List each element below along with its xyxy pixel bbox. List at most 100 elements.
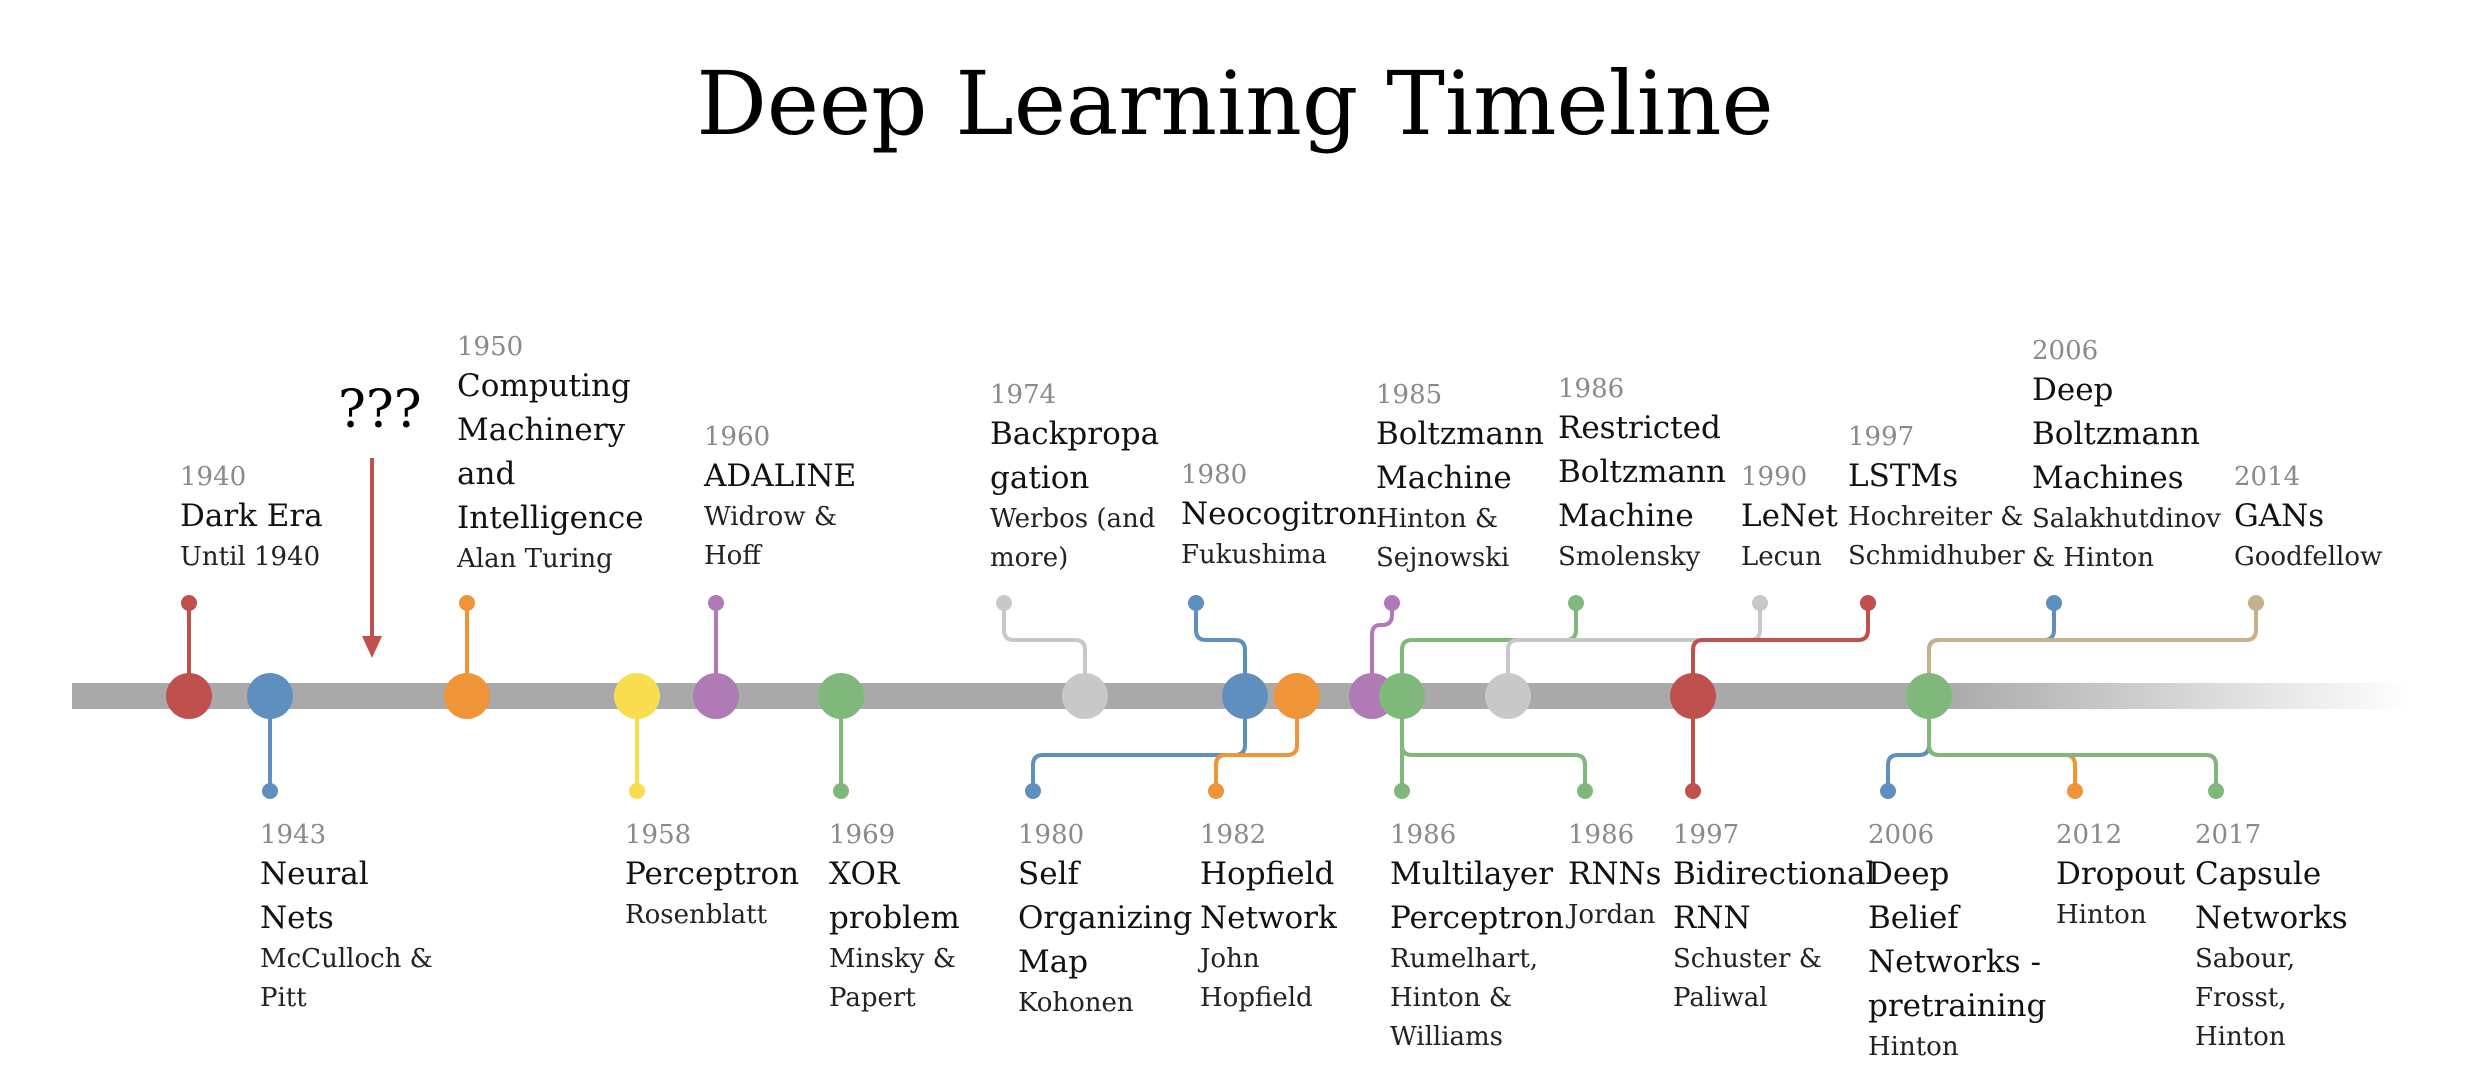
- connector-line: [1927, 696, 2218, 791]
- event-title: Hopfield Network: [1200, 856, 1337, 936]
- event-author: John Hopfield: [1200, 944, 1313, 1013]
- event-author: Alan Turing: [457, 544, 613, 574]
- timeline-node: [818, 673, 864, 719]
- timeline-node: [693, 673, 739, 719]
- event-author: Hochreiter & Schmidhuber: [1848, 502, 2025, 571]
- event-pin: [1752, 595, 1768, 611]
- timeline-node: [247, 673, 293, 719]
- event-author: Werbos (and more): [990, 504, 1156, 573]
- connector-line: [1400, 696, 1587, 791]
- event-title: Multilayer Perceptron: [1390, 856, 1565, 936]
- event-author: Minsky & Papert: [829, 944, 956, 1013]
- event-title: Bidirectional RNN: [1673, 856, 1876, 936]
- event-year: 1940: [180, 462, 247, 492]
- event-year: 1990: [1741, 462, 1808, 492]
- event-author: Fukushima: [1181, 540, 1327, 570]
- unknown-era-label: ???: [338, 380, 422, 440]
- timeline-node: [444, 673, 490, 719]
- event-pin: [262, 783, 278, 799]
- timeline-node: [1379, 673, 1425, 719]
- event-author: Jordan: [1568, 900, 1656, 930]
- event-title: Backpropagation: [990, 416, 1160, 496]
- event-year: 2006: [1868, 820, 1935, 850]
- event-author: Smolensky: [1558, 542, 1701, 572]
- page-title: Deep Learning Timeline: [696, 52, 1774, 155]
- event-pin: [459, 595, 475, 611]
- timeline-node: [1274, 673, 1320, 719]
- event-author: Kohonen: [1018, 988, 1134, 1018]
- event-adaline: 1960 ADALINE Widrow & Hoff: [704, 420, 856, 576]
- event-pin: [1577, 783, 1593, 799]
- connector-line: [1031, 696, 1247, 791]
- event-deep-boltzmann-machines: 2006 Deep Boltzmann Machines Salakhutdin…: [2032, 334, 2222, 578]
- event-year: 1974: [990, 380, 1057, 410]
- event-author: Hinton: [1868, 1032, 1959, 1062]
- timeline-axis: [72, 683, 1952, 709]
- timeline-node: [1062, 673, 1108, 719]
- event-title: Neural Nets: [260, 856, 369, 936]
- event-dark-era: 1940 Dark Era Until 1940: [180, 460, 350, 577]
- event-title: Neocogitron: [1181, 496, 1377, 532]
- event-pin: [629, 783, 645, 799]
- event-author: Widrow & Hoff: [704, 502, 837, 571]
- event-author: Schuster & Paliwal: [1673, 944, 1822, 1013]
- timeline-node: [166, 673, 212, 719]
- event-year: 1943: [260, 820, 327, 850]
- event-year: 1986: [1558, 374, 1625, 404]
- event-pin: [1025, 783, 1041, 799]
- event-title: Restricted Boltzmann Machine: [1558, 410, 1726, 534]
- connector-line: [1927, 603, 2056, 696]
- event-title: LeNet: [1741, 498, 1838, 534]
- event-pin: [1394, 783, 1410, 799]
- event-title: Capsule Networks: [2195, 856, 2348, 936]
- event-year: 1986: [1390, 820, 1457, 850]
- event-dropout: 2012 Dropout Hinton: [2056, 818, 2185, 935]
- event-pin: [1568, 595, 1584, 611]
- event-pin: [2067, 783, 2083, 799]
- event-pin: [2248, 595, 2264, 611]
- timeline-node: [1485, 673, 1531, 719]
- event-title: Deep Belief Networks - pretraining: [1868, 856, 2047, 1024]
- event-title: Dark Era: [180, 498, 323, 534]
- connector-line: [1370, 603, 1394, 696]
- event-year: 1960: [704, 422, 771, 452]
- event-pin: [1208, 783, 1224, 799]
- event-title: RNNs: [1568, 856, 1662, 892]
- event-title: Deep Boltzmann Machines: [2032, 372, 2200, 496]
- event-year: 2006: [2032, 336, 2099, 366]
- event-title: Computing Machinery and Intelligence: [457, 368, 644, 536]
- event-capsule-networks: 2017 Capsule Networks Sabour, Frosst, Hi…: [2195, 818, 2385, 1057]
- event-rnns: 1986 RNNs Jordan: [1568, 818, 1678, 935]
- event-neocogitron: 1980 Neocogitron Fukushima: [1181, 458, 1377, 575]
- event-pin: [2046, 595, 2062, 611]
- event-year: 2014: [2234, 462, 2301, 492]
- connector-line: [1194, 603, 1247, 696]
- event-hopfield-network: 1982 Hopfield Network John Hopfield: [1200, 818, 1380, 1018]
- event-pin: [833, 783, 849, 799]
- event-bidirectional-rnn: 1997 Bidirectional RNN Schuster & Paliwa…: [1673, 818, 1876, 1018]
- event-lenet: 1990 LeNet Lecun: [1741, 460, 1851, 577]
- timeline-node: [1906, 673, 1952, 719]
- connector-line: [1214, 696, 1299, 791]
- event-author: McCulloch & Pitt: [260, 944, 433, 1013]
- event-title: GANs: [2234, 498, 2325, 534]
- event-deep-belief-networks: 2006 Deep Belief Networks - pretraining …: [1868, 818, 2047, 1067]
- event-pin: [996, 595, 1012, 611]
- event-author: Hinton: [2056, 900, 2147, 930]
- event-year: 1950: [457, 332, 524, 362]
- event-neural-nets: 1943 Neural Nets McCulloch & Pitt: [260, 818, 440, 1018]
- event-xor-problem: 1969 XOR problem Minsky & Papert: [829, 818, 1014, 1018]
- event-gans: 2014 GANs Goodfellow: [2234, 460, 2384, 577]
- event-title: Perceptron: [625, 856, 800, 892]
- event-pin: [181, 595, 197, 611]
- event-pin: [1188, 595, 1204, 611]
- timeline-axis-fade: [1940, 683, 2410, 709]
- connector-line: [1927, 603, 2258, 696]
- event-boltzmann-machine: 1985 Boltzmann Machine Hinton & Sejnowsk…: [1376, 378, 1546, 578]
- event-backpropagation: 1974 Backpropagation Werbos (and more): [990, 378, 1175, 578]
- connector-line: [1691, 603, 1870, 791]
- event-author: Lecun: [1741, 542, 1822, 572]
- event-multilayer-perceptron: 1986 Multilayer Perceptron Rumelhart, Hi…: [1390, 818, 1565, 1057]
- event-year: 1958: [625, 820, 692, 850]
